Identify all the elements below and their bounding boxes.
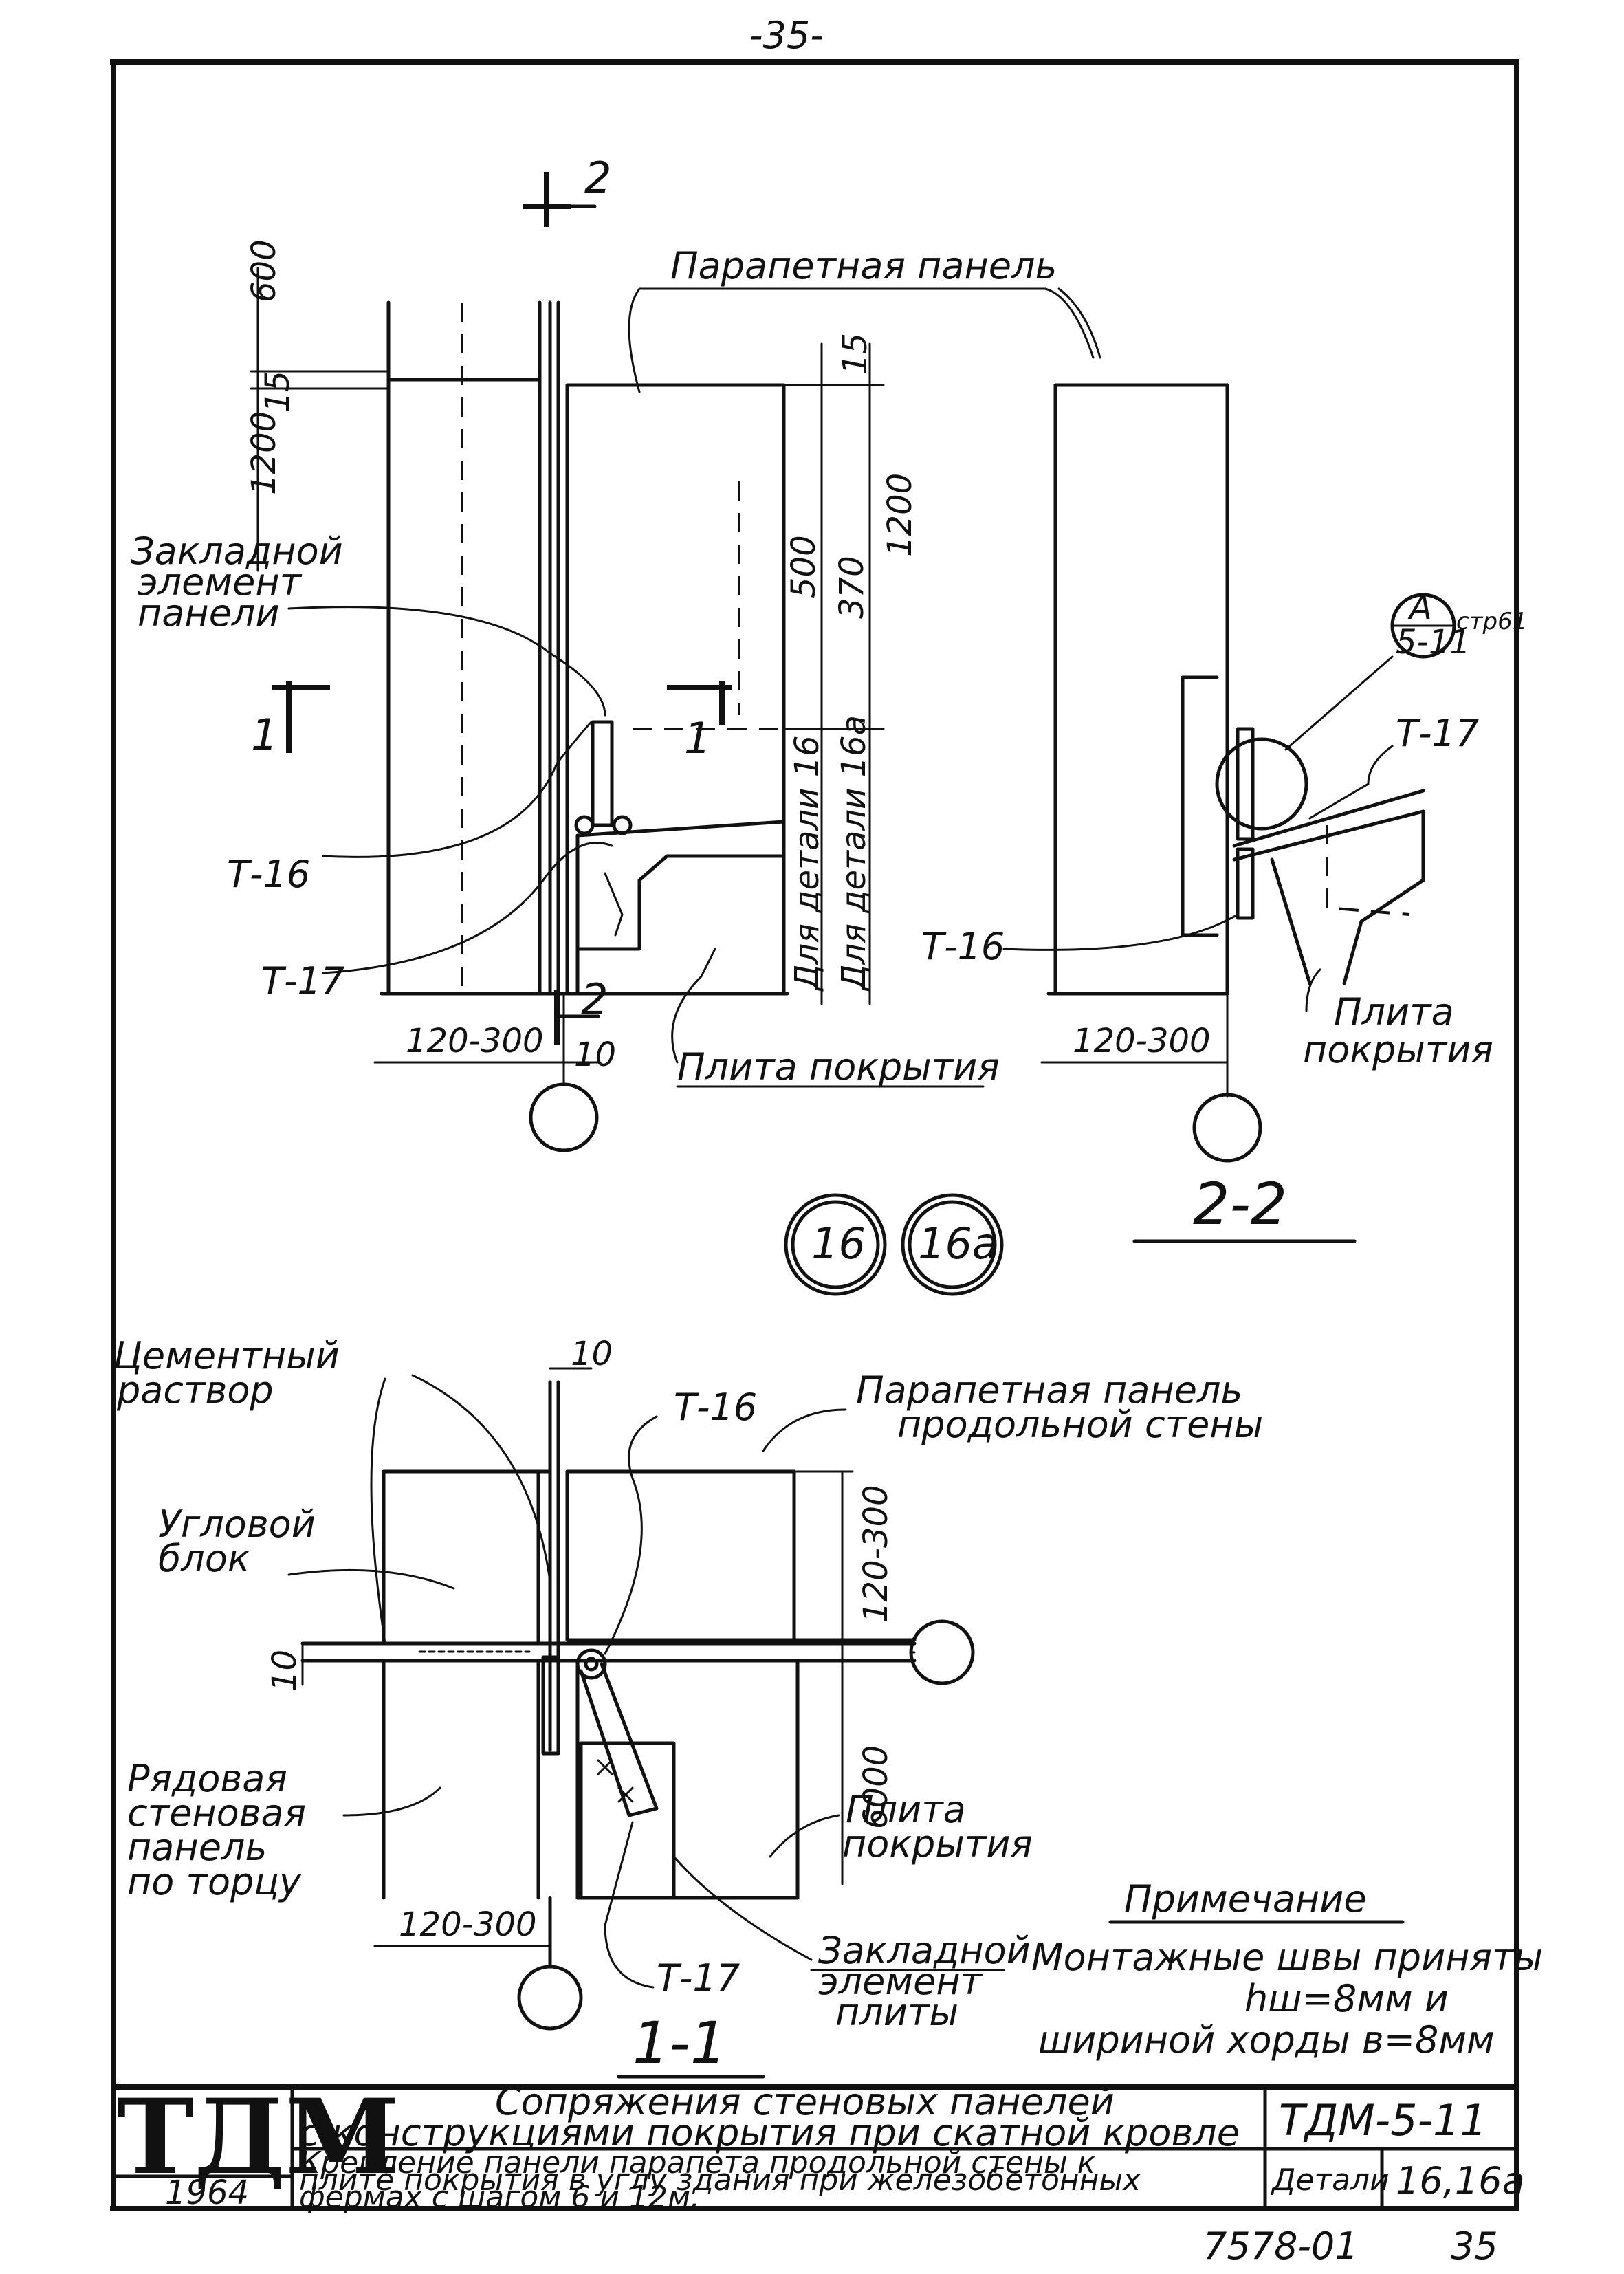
detail-16a-note: Для детали 16а xyxy=(835,715,873,992)
detail-label: Детали xyxy=(1271,2163,1390,2198)
detail-marks: 16 16а xyxy=(784,1193,1004,1296)
label-roof-slab-2-2-1: Плита xyxy=(1334,990,1454,1034)
label-t16-1-1: Т-16 xyxy=(674,1386,757,1429)
callout-page: стр61 xyxy=(1456,608,1527,635)
desc-line-2: плите покрытия в углу здания при железоб… xyxy=(299,2163,1141,2198)
dimension-labels-top-left: 600 15 1200 15 500 370 1200 Для детали 1… xyxy=(245,239,919,1074)
dim-500: 500 xyxy=(784,535,823,598)
dim-15-left: 15 xyxy=(259,371,297,413)
label-roof-slab-top-left: Плита покрытия xyxy=(677,1045,1000,1089)
label-embedded-slab-3: плиты xyxy=(835,1991,958,2034)
title-line-1: Сопряжения стеновых панелей xyxy=(495,2080,1115,2123)
label-cement-mortar-1: Цементный xyxy=(113,1334,340,1377)
section-view-1-1 xyxy=(287,1367,975,2079)
dim-10-top-left: 10 xyxy=(574,1036,616,1074)
label-embedded-element-2: элемент xyxy=(138,560,303,604)
dim-120-300-top-left: 120-300 xyxy=(406,1022,544,1060)
label-row-wall-panel-3: панель xyxy=(127,1826,267,1869)
section-1-label-left: 1 xyxy=(251,710,278,760)
label-t17-top-left: Т-17 xyxy=(261,959,344,1003)
bottom-code: 7578-01 xyxy=(1203,2224,1359,2268)
label-t16-top-left: Т-16 xyxy=(227,853,310,896)
title-year: 1964 xyxy=(165,2174,249,2212)
label-cement-mortar-2: раствор xyxy=(116,1368,274,1412)
dim-15-right: 15 xyxy=(836,333,875,375)
label-row-wall-panel-2: стеновая xyxy=(127,1791,306,1835)
label-t16-view-2-2: Т-16 xyxy=(921,925,1005,968)
label-t17-view-2-2: Т-17 xyxy=(1396,712,1479,755)
label-corner-block-2: блок xyxy=(158,1537,250,1580)
label-row-wall-panel-4: по торцу xyxy=(127,1860,302,1903)
dim-600: 600 xyxy=(245,239,283,303)
note-line-2: hш=8мм и xyxy=(1244,1977,1449,2020)
label-corner-block-1: Угловой xyxy=(158,1502,316,1546)
section-2-label-top: 2 xyxy=(584,153,611,203)
section-1-label-mid: 1 xyxy=(684,713,711,763)
dim-1200-left: 1200 xyxy=(245,411,283,495)
callout-a: А xyxy=(1407,589,1432,627)
label-embedded-slab-2: элемент xyxy=(818,1960,983,2003)
bottom-page: 35 xyxy=(1451,2224,1498,2268)
label-row-wall-panel-1: Рядовая xyxy=(127,1757,287,1800)
section-2-label-bottom: 2 xyxy=(581,974,608,1025)
dim-120-300-1-1: 120-300 xyxy=(399,1905,537,1944)
detail-16-note: Для детали 16 xyxy=(788,735,826,992)
label-parapet-panel: Парапетная панель xyxy=(670,244,1057,287)
detail-mark-16a: 16а xyxy=(918,1218,998,1269)
dim-370: 370 xyxy=(833,556,871,619)
title-block xyxy=(111,2084,1519,2211)
label-roof-slab-1-1-2: покрытия xyxy=(842,1822,1033,1866)
detail-value: 16,16а xyxy=(1396,2159,1525,2202)
detail-mark-16: 16 xyxy=(811,1218,866,1269)
dim-120-300-vertical: 120-300 xyxy=(857,1485,895,1623)
page-number-top: -35- xyxy=(749,14,824,57)
desc-line-3: фермах с шагом 6 и 12м. xyxy=(299,2180,700,2215)
note-title: Примечание xyxy=(1124,1877,1367,1921)
dim-6000: 6000 xyxy=(857,1745,895,1829)
drawing-frame xyxy=(110,59,1519,2211)
section-view-elevation xyxy=(250,172,1095,1152)
label-embedded-slab-1: Закладной xyxy=(818,1929,1031,1972)
desc-line-1: Крепление панели парапета продольной сте… xyxy=(299,2145,1096,2180)
section-view-2-2 xyxy=(1002,287,1456,1243)
note-line-3: шириной хорды в=8мм xyxy=(1038,2018,1495,2062)
label-roof-slab-1-1-1: Плита xyxy=(846,1788,966,1831)
label-parapet-long-wall-2: продольной стены xyxy=(897,1403,1263,1446)
section-title-2-2: 2-2 xyxy=(1193,1170,1287,1238)
section-title-1-1: 1-1 xyxy=(633,2009,727,2077)
title-code: ТДМ-5-11 xyxy=(1279,2095,1487,2145)
title-line-2: с конструкциями покрытия при скатной кро… xyxy=(299,2111,1240,2154)
label-roof-slab-2-2-2: покрытия xyxy=(1303,1028,1493,1071)
label-parapet-long-wall-1: Парапетная панель xyxy=(856,1368,1242,1412)
dim-10-left-1-1: 10 xyxy=(265,1650,304,1692)
dim-10-top-1-1: 10 xyxy=(571,1335,613,1373)
dim-1200-right: 1200 xyxy=(881,473,919,557)
label-embedded-element-1: Закладной xyxy=(131,529,343,573)
dim-120-300-view-2-2: 120-300 xyxy=(1073,1022,1211,1060)
callout-5-11: 5-11 xyxy=(1396,623,1471,662)
logo-tdm: ТДМ xyxy=(117,2077,399,2198)
label-t17-1-1: Т-17 xyxy=(657,1956,740,2000)
label-embedded-element-3: панели xyxy=(138,591,280,635)
note-line-1: Монтажные швы приняты xyxy=(1031,1936,1543,1979)
